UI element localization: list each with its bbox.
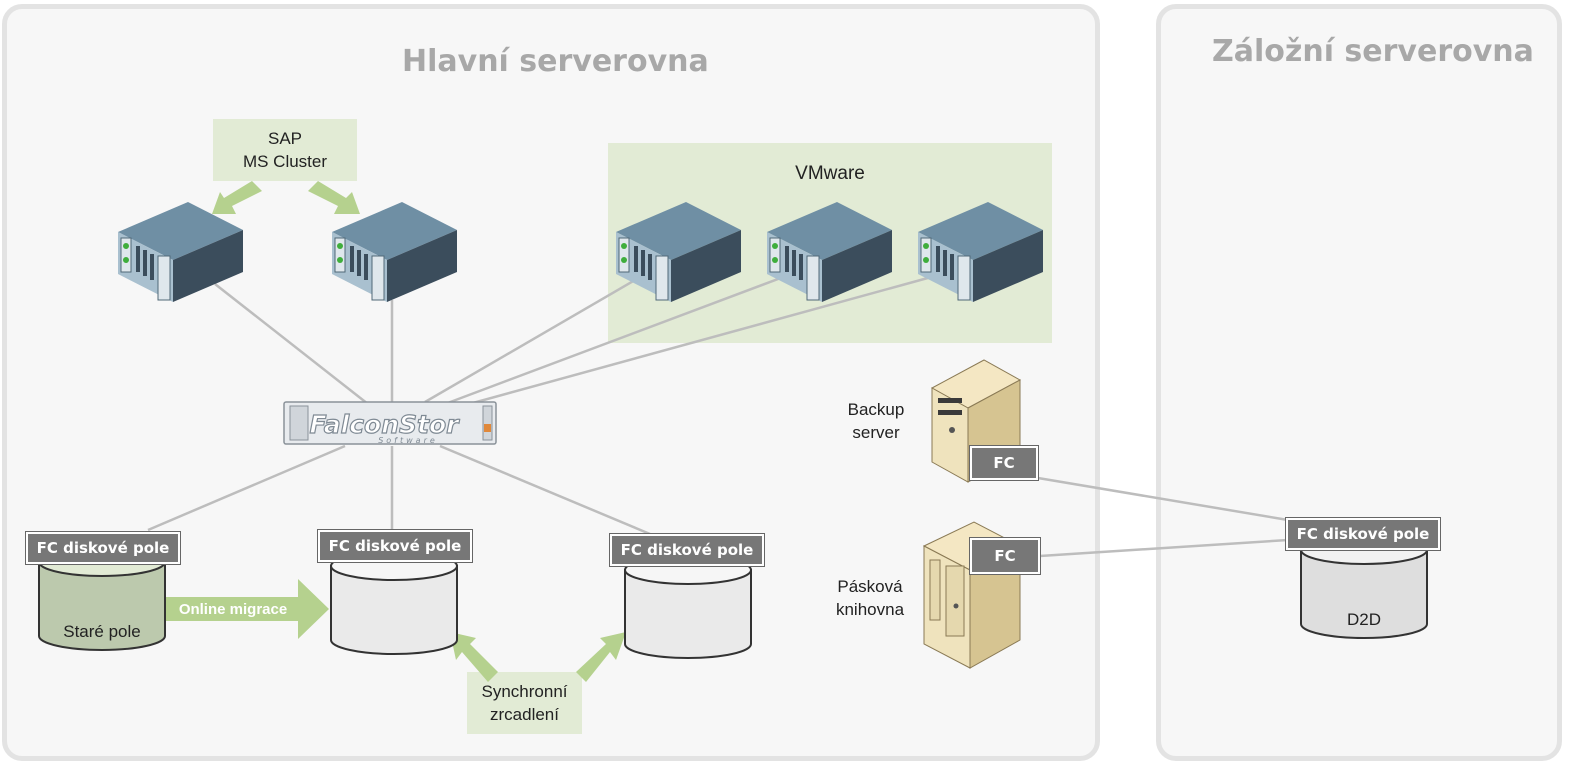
sap-label-line2: MS Cluster [242,152,328,171]
fc-array-old: FC diskové pole [25,531,181,565]
fc-array-3: FC diskové pole [609,533,765,567]
falconstor-appliance: FalconStor Software [283,401,497,445]
link-falconstor-old [147,444,346,532]
sap-label-line1: SAP [267,129,303,148]
old-array-label: Staré pole [63,622,141,641]
sap-arrow-right [308,181,360,214]
migration-label: Online migrace [178,601,288,618]
sync-arrow-right [576,632,626,682]
link-falconstor-array3 [439,444,651,536]
fc-array-2: FC diskové pole [317,529,473,563]
disk-array-2-cylinder [330,551,458,655]
green-arrows [166,181,626,682]
link-tape-d2d [1039,538,1289,558]
sync-mirror-label-box [467,672,582,734]
sync-arrow-left [450,632,498,682]
tape-library-line1: Pásková [837,577,903,596]
sync-mirror-line1: Synchronní [481,682,568,701]
fc-tape-library: FC [969,537,1041,575]
link-backup-d2d [1037,476,1289,522]
sap-server-2 [331,201,458,303]
fc-array-d2d: FC diskové pole [1285,517,1441,551]
vmware-server-1 [615,201,742,303]
link-vm1-falconstor [424,274,643,404]
vmware-server-2 [766,201,893,303]
d2d-label: D2D [1346,610,1381,629]
sap-server-1 [117,201,244,303]
link-vm3-falconstor [461,274,936,408]
backup-server-label: Backup server [824,398,928,444]
sap-label: SAP MS Cluster [213,127,357,173]
main-room-title: Hlavní serverovna [402,44,709,79]
sync-mirror-label: Synchronní zrcadlení [467,680,582,726]
disk-array-3-cylinder [624,555,752,659]
falconstor-logo: FalconStor [310,410,461,439]
sync-mirror-line2: zrcadlení [490,705,559,724]
sap-arrow-left [212,181,262,214]
falconstor-sub: Software [378,436,438,445]
vmware-server-3 [917,201,1044,303]
fc-backup-server: FC [969,445,1039,481]
backup-server-line1: Backup [847,400,905,419]
link-vm2-falconstor [444,274,787,406]
vmware-label: VMware [795,163,865,184]
sap-cluster-label-box [213,119,357,181]
backup-room-title: Záložní serverovna [1212,34,1534,69]
migration-arrow [166,579,329,639]
tape-library-label: Pásková knihovna [818,575,922,621]
link-sap1-falconstor [214,283,369,405]
backup-server-line2: server [852,423,900,442]
tape-library-line2: knihovna [835,600,905,619]
